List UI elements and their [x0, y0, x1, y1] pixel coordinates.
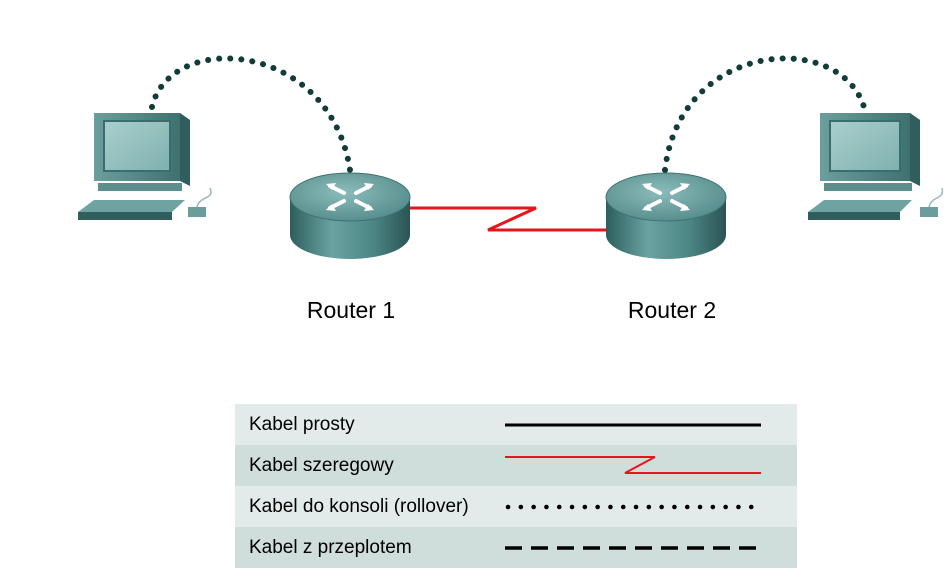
legend-row: Kabel do konsoli (rollover)	[235, 486, 797, 527]
serial-cable-sample	[505, 445, 797, 486]
pc-left-icon	[78, 113, 212, 220]
router-1-icon	[289, 172, 411, 259]
router-2-label: Router 2	[627, 297, 717, 323]
router-1-label: Router 1	[306, 297, 396, 323]
straight-cable-sample	[505, 404, 797, 445]
legend-row: Kabel prosty	[235, 404, 797, 445]
legend-row: Kabel szeregowy	[235, 445, 797, 486]
console-cable-right	[662, 55, 867, 173]
legend-label: Kabel do konsoli (rollover)	[235, 486, 505, 527]
network-topology-diagram	[78, 55, 944, 259]
rollover-cable-sample	[505, 486, 797, 527]
pc-right-icon	[808, 113, 944, 220]
router-2-icon	[605, 172, 727, 259]
legend-row: Kabel z przeplotem	[235, 527, 797, 568]
crossover-cable-sample	[505, 527, 797, 568]
console-cable-left	[149, 55, 353, 173]
cable-legend: Kabel prosty Kabel szeregowy Kabel do ko…	[235, 404, 797, 568]
legend-label: Kabel prosty	[235, 404, 505, 445]
legend-label: Kabel z przeplotem	[235, 527, 505, 568]
serial-cable	[408, 206, 608, 232]
legend-label: Kabel szeregowy	[235, 445, 505, 486]
